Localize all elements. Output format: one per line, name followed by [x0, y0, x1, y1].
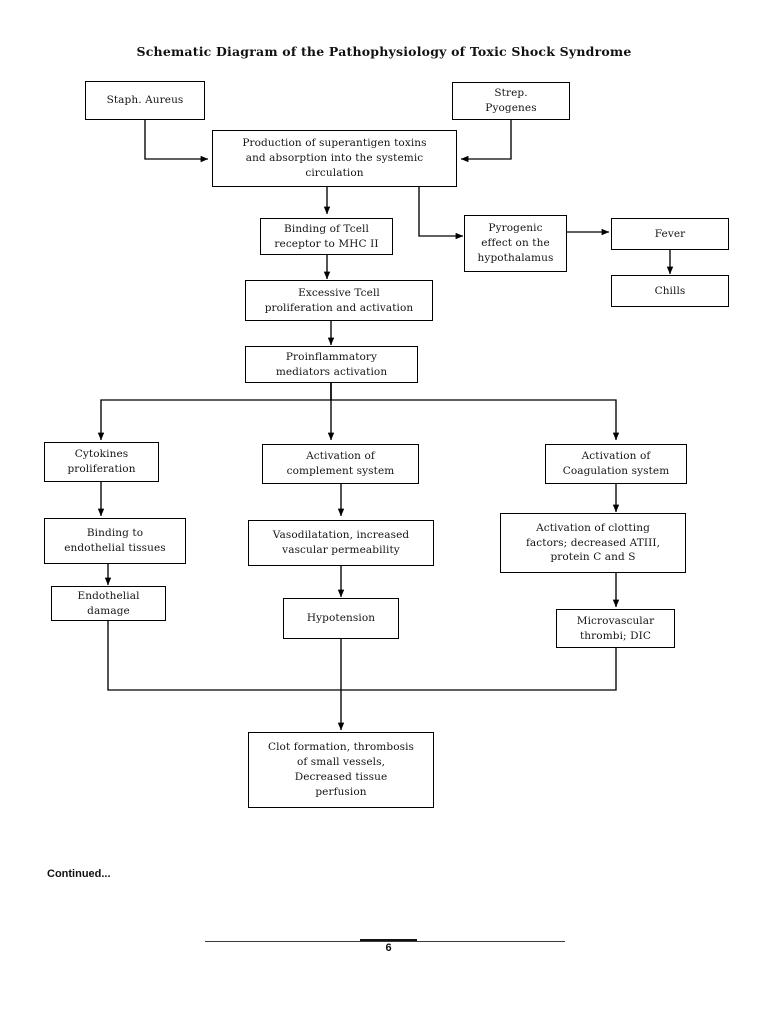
node-strep-pyogenes: Strep.Pyogenes: [452, 82, 570, 120]
node-hypotension: Hypotension: [283, 598, 399, 639]
footer-rule: [205, 941, 565, 942]
node-label: Staph. Aureus: [106, 94, 184, 107]
page-title: Schematic Diagram of the Pathophysiology…: [136, 44, 632, 59]
node-label: Strep.Pyogenes: [485, 87, 537, 114]
node-label: Hypotension: [306, 612, 376, 625]
node-fever: Fever: [611, 218, 729, 250]
node-label: Fever: [654, 227, 686, 240]
page-number: 6: [385, 942, 392, 954]
footer-rule-emphasis: [360, 939, 417, 941]
node-label: Chills: [654, 284, 686, 297]
continued-label: Continued...: [47, 868, 111, 880]
node-chills: Chills: [611, 275, 729, 307]
node-staph-aureus: Staph. Aureus: [85, 81, 205, 120]
